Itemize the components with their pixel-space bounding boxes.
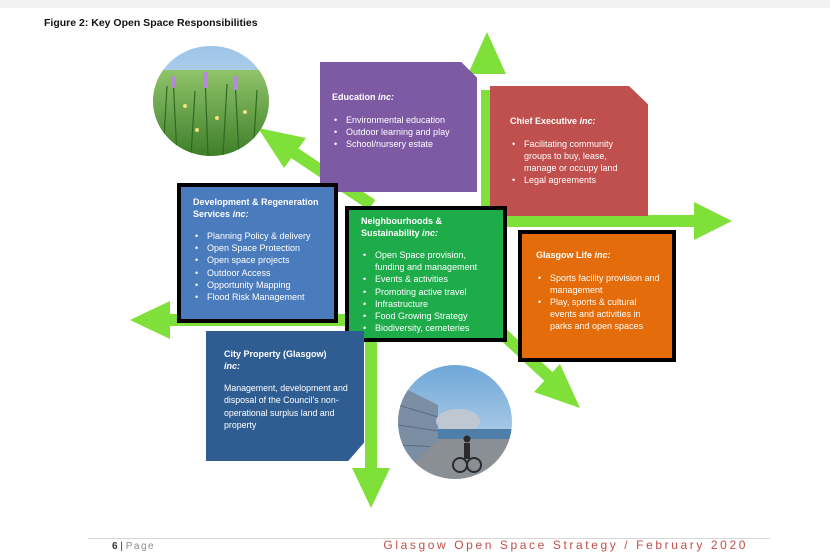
list-item: Food Growing Strategy bbox=[361, 310, 497, 322]
meadow-photo bbox=[153, 46, 269, 156]
development-title: Development & Regeneration Services inc: bbox=[193, 197, 319, 219]
neighbourhoods-sustainability-box: Neighbourhoods & Sustainability inc: Ope… bbox=[345, 206, 507, 342]
arrow-head-down bbox=[352, 468, 390, 508]
list-item: Infrastructure bbox=[361, 298, 497, 310]
education-box: Education inc: Environmental education O… bbox=[320, 62, 477, 192]
footer-document-title: Glasgow Open Space Strategy / February 2… bbox=[383, 538, 748, 552]
development-regeneration-box: Development & Regeneration Services inc:… bbox=[177, 183, 338, 323]
arrow-head-up bbox=[468, 32, 506, 74]
list-item: Facilitating community groups to buy, le… bbox=[510, 138, 640, 175]
figure-title: Figure 2: Key Open Space Responsibilitie… bbox=[44, 17, 258, 29]
list-item: Planning Policy & delivery bbox=[193, 230, 326, 242]
education-list: Environmental education Outdoor learning… bbox=[332, 114, 467, 151]
list-item: Open Space provision, funding and manage… bbox=[361, 249, 497, 273]
glasgow-life-box: Glasgow Life inc: Sports facility provis… bbox=[518, 230, 676, 362]
list-item: Promoting active travel bbox=[361, 286, 497, 298]
city-property-title: City Property (Glasgow)inc: bbox=[224, 349, 327, 371]
list-item: School/nursery estate bbox=[332, 138, 467, 150]
list-item: Outdoor learning and play bbox=[332, 126, 467, 138]
education-title: Education inc: bbox=[332, 92, 395, 102]
arrow-head-down-right bbox=[534, 364, 580, 408]
arrow-head-right bbox=[694, 202, 732, 240]
list-item: Environmental education bbox=[332, 114, 467, 126]
list-item: Play, sports & cultural events and activ… bbox=[536, 296, 664, 333]
list-item: Flood Risk Management bbox=[193, 291, 326, 303]
chief-executive-box: Chief Executive inc: Facilitating commun… bbox=[490, 86, 648, 216]
list-item: Opportunity Mapping bbox=[193, 279, 326, 291]
list-item: Sports facility provision and management bbox=[536, 272, 664, 296]
chief-executive-title: Chief Executive inc: bbox=[510, 116, 596, 126]
list-item: Events & activities bbox=[361, 273, 497, 285]
footer-divider bbox=[88, 538, 770, 539]
city-property-box: City Property (Glasgow)inc: Management, … bbox=[206, 331, 364, 461]
neighbourhoods-list: Open Space provision, funding and manage… bbox=[361, 249, 497, 335]
list-item: Open Space Protection bbox=[193, 242, 326, 254]
arrow-head-up-left bbox=[258, 128, 306, 168]
page-top-band bbox=[0, 0, 830, 8]
chief-executive-list: Facilitating community groups to buy, le… bbox=[510, 138, 640, 187]
city-property-body: Management, development and disposal of … bbox=[224, 383, 348, 430]
glasgow-life-list: Sports facility provision and management… bbox=[536, 272, 664, 333]
list-item: Open space projects bbox=[193, 254, 326, 266]
list-item: Biodiversity, cemeteries bbox=[361, 322, 497, 334]
neighbourhoods-title: Neighbourhoods & Sustainability inc: bbox=[361, 216, 442, 238]
arrow-head-left bbox=[130, 301, 170, 339]
riverside-city-photo bbox=[398, 365, 512, 479]
page-number: 6 | Page bbox=[112, 541, 156, 552]
list-item: Outdoor Access bbox=[193, 267, 326, 279]
development-list: Planning Policy & delivery Open Space Pr… bbox=[193, 230, 326, 303]
list-item: Legal agreements bbox=[510, 174, 640, 186]
glasgow-life-title: Glasgow Life inc: bbox=[536, 250, 611, 260]
